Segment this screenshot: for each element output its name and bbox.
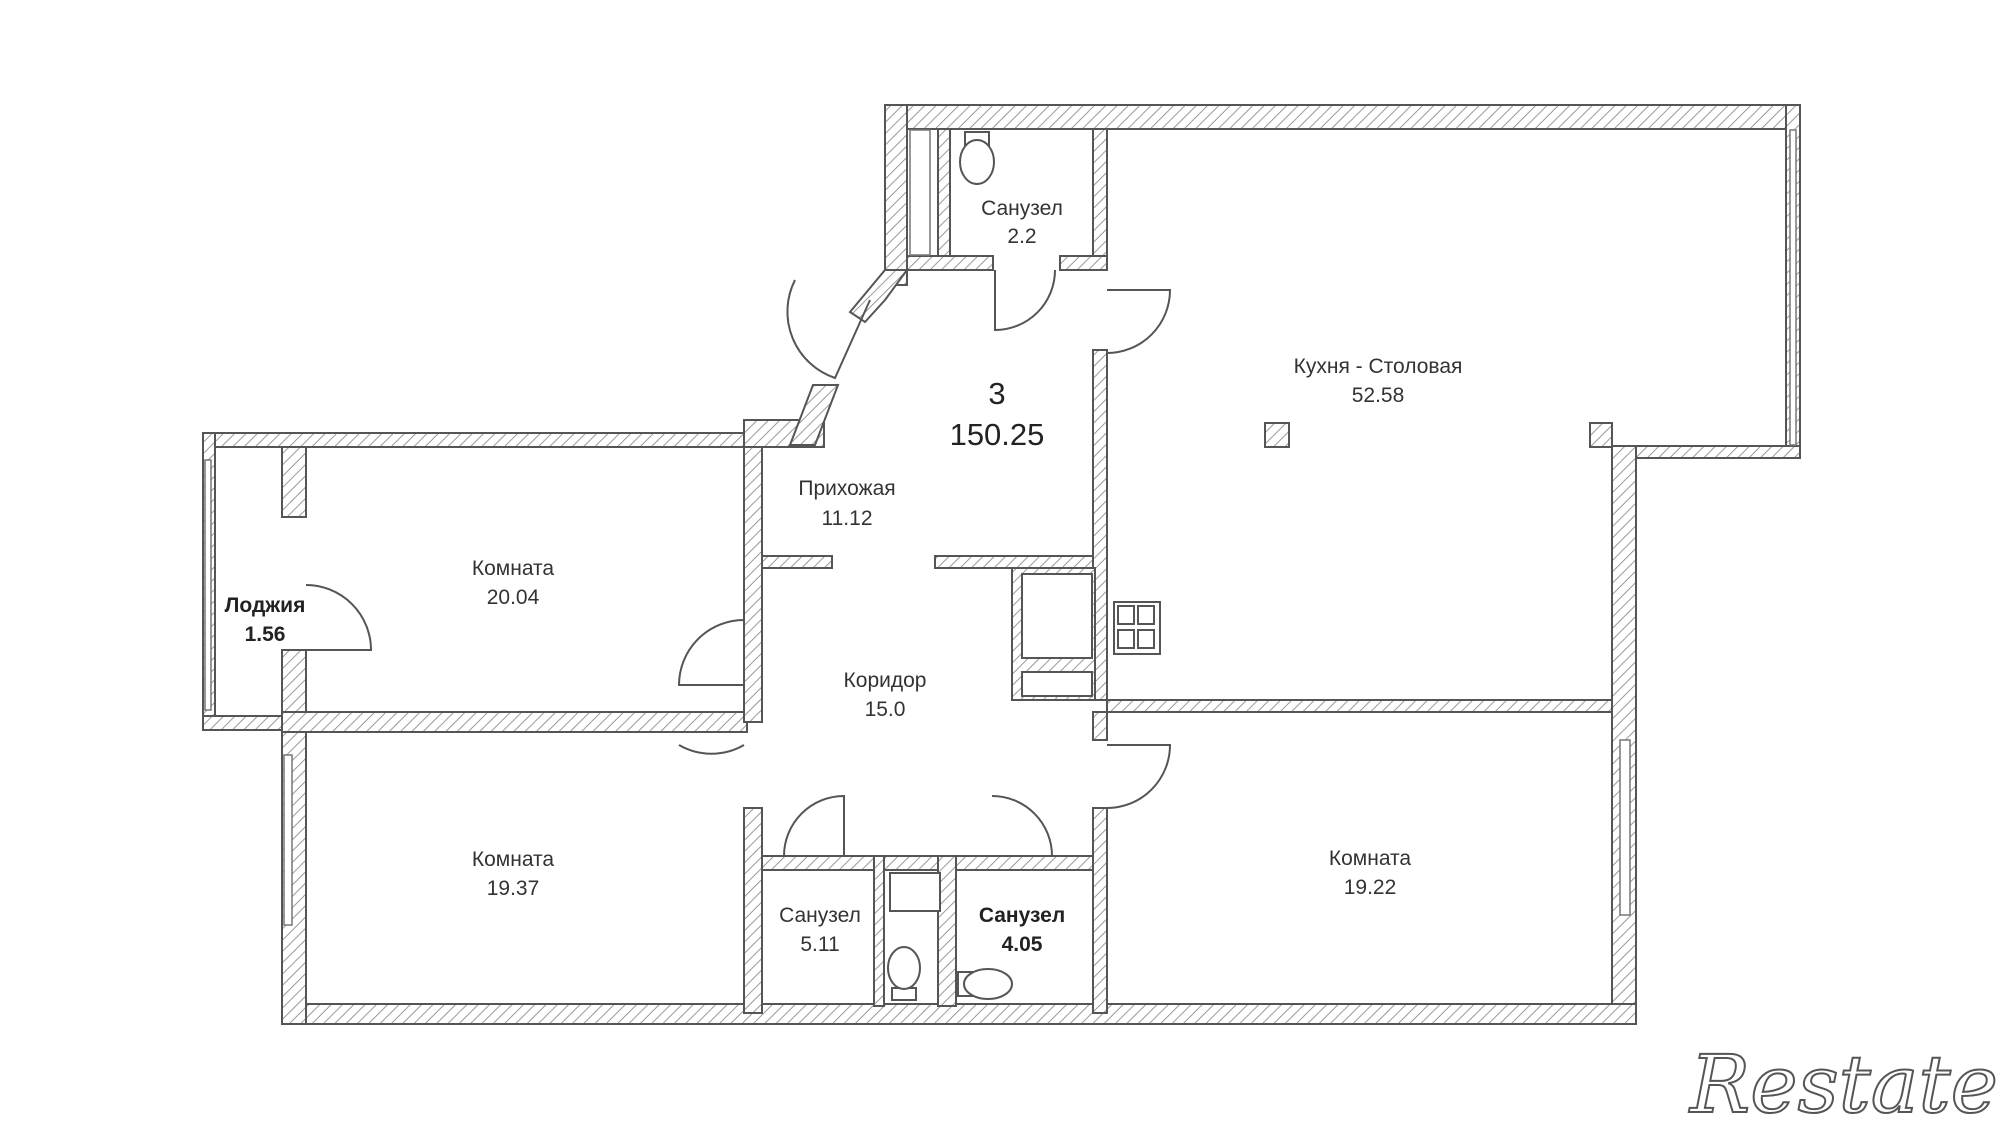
wall-hall-angle-bottom — [788, 384, 840, 446]
wall-left-rooms — [281, 711, 748, 733]
wall-bath-lower-top — [761, 855, 1094, 871]
door-bath-mid — [783, 794, 845, 857]
toilet-mid — [887, 946, 921, 1001]
room-name-corridor: Коридор — [844, 669, 927, 692]
stove-icon — [1113, 601, 1161, 655]
brand-logo: Restate — [1688, 1038, 1998, 1125]
room-area-bath-top: 2.2 — [1007, 225, 1036, 248]
window-loggia — [204, 459, 212, 711]
door-room-right — [1106, 744, 1172, 809]
wall-bath-divider-0 — [873, 855, 885, 1007]
room-name-bath-mid: Санузел — [779, 904, 861, 927]
room-area-bath-right: 4.05 — [1002, 933, 1043, 956]
fixtures — [887, 131, 1613, 1001]
room-name-room-left-top: Комната — [472, 557, 555, 580]
room-area-room-left-top: 20.04 — [487, 586, 540, 609]
wall-top-upper — [884, 104, 1801, 130]
room-name-kitchen: Кухня - Столовая — [1294, 355, 1463, 378]
door-bath-right — [991, 795, 1054, 857]
wall-kitchen-step — [1611, 445, 1801, 459]
wall-hall-corridor-r — [934, 555, 1096, 569]
wall-hall-west — [743, 446, 763, 723]
wall-lower-west — [743, 807, 763, 1014]
room-area-room-right-bottom: 19.22 — [1344, 876, 1397, 899]
shaft-box-bottom — [1021, 671, 1093, 697]
room-name-room-right-bottom: Комната — [1329, 847, 1412, 870]
room-name-hall: Прихожая — [798, 477, 895, 500]
interior-walls — [281, 128, 1613, 1014]
room-name-loggia: Лоджия — [225, 594, 306, 617]
room-name-bath-right: Санузел — [979, 904, 1065, 927]
wall-kitchen-west-2 — [1092, 349, 1108, 701]
wall-kitchen-room — [1106, 699, 1613, 713]
window-kitchen — [1789, 129, 1797, 446]
door-room-left-bottom — [678, 744, 745, 755]
room-area-hall: 11.12 — [822, 507, 873, 530]
outer-walls — [202, 104, 1801, 1025]
room-area-loggia: 1.56 — [245, 623, 286, 646]
wall-hall-corridor-l — [761, 555, 833, 569]
wall-bath-top-west — [937, 128, 951, 262]
wall-bath-top-bottom-l — [906, 255, 994, 271]
shaft-box-top — [1021, 573, 1093, 659]
wall-hall-angle-top — [848, 269, 909, 324]
column-kitchen-1 — [1264, 422, 1290, 448]
room-area-corridor: 15.0 — [865, 698, 906, 721]
window-left-lower — [283, 754, 293, 926]
room-name-bath-top: Санузел — [981, 197, 1063, 220]
wall-kitchen-west-3 — [1092, 711, 1108, 741]
wall-right-west — [1092, 807, 1108, 1014]
doors — [305, 269, 1172, 857]
labels: 3 150.25 Санузел 2.2 Кухня - Столовая 52… — [225, 197, 1463, 956]
column-kitchen-2 — [1589, 422, 1613, 448]
door-loggia — [305, 584, 373, 651]
room-area-bath-mid: 5.11 — [800, 933, 839, 956]
window-right-lower — [1619, 739, 1631, 916]
wall-right-lower — [1611, 445, 1637, 1022]
door-kitchen — [1106, 289, 1172, 354]
door-hall-entry — [786, 279, 871, 380]
room-area-room-left-bottom: 19.37 — [487, 877, 540, 900]
window-bath-top — [909, 129, 931, 256]
wall-bath-top-east — [1092, 128, 1108, 262]
wall-top-left — [202, 432, 749, 448]
wall-bath-top-bottom-r — [1059, 255, 1108, 271]
toilet-top — [959, 131, 995, 185]
toilet-right — [957, 968, 1013, 1000]
door-bath-top — [994, 269, 1056, 332]
apartment-rooms-count: 3 — [988, 376, 1005, 411]
door-room-left-top — [677, 619, 745, 686]
bath-lower-box — [889, 872, 941, 912]
apartment-total-area: 150.25 — [950, 417, 1045, 452]
wall-loggia-room — [281, 446, 307, 518]
room-name-room-left-bottom: Комната — [472, 848, 555, 871]
windows — [204, 129, 1797, 926]
wall-bottom — [281, 1003, 1637, 1025]
room-area-kitchen: 52.58 — [1352, 384, 1405, 407]
wall-bath-divider-1 — [937, 855, 957, 1007]
wall-left-upper — [884, 104, 908, 286]
